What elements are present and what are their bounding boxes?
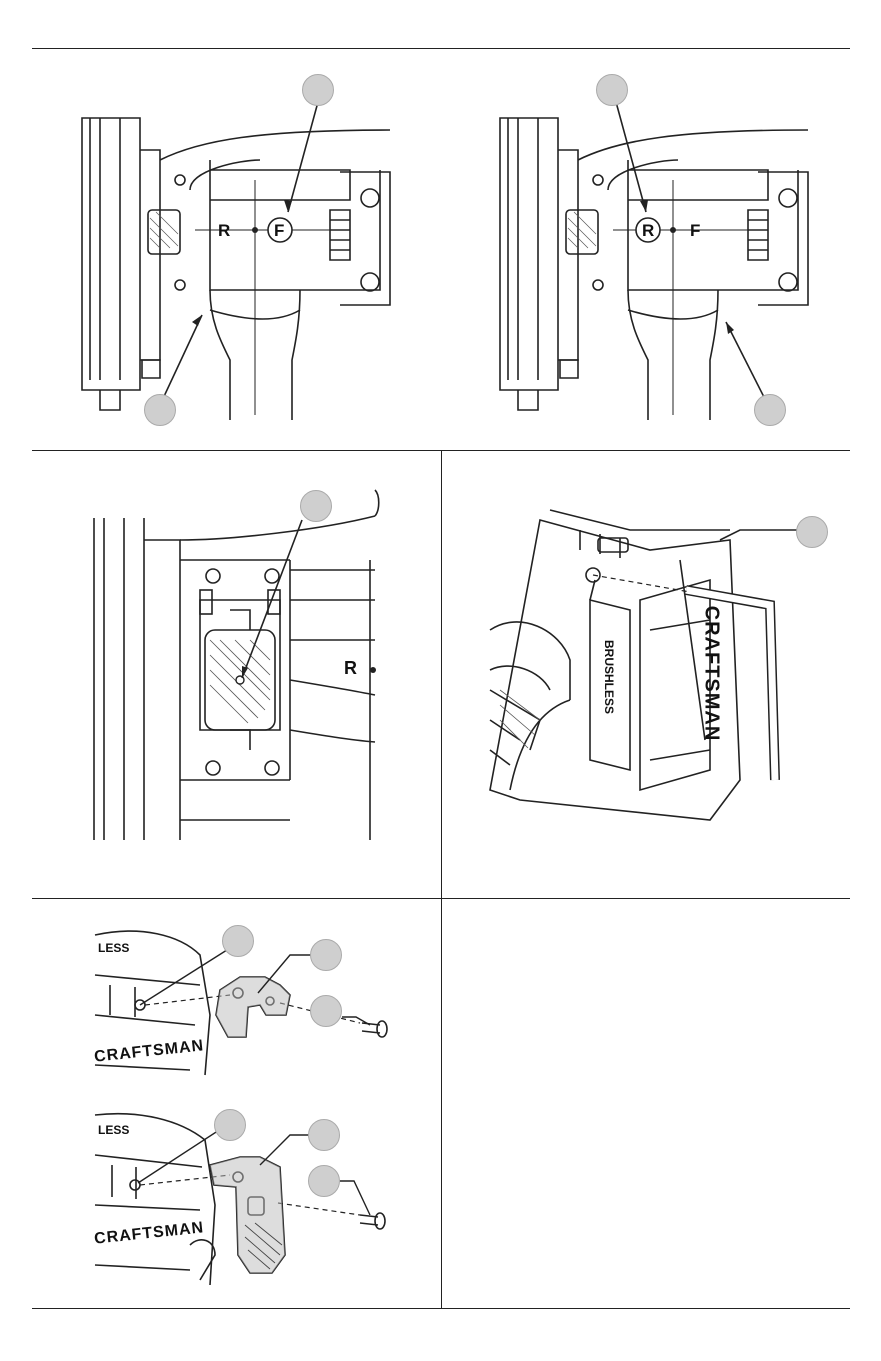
figure-d-drawing	[480, 490, 840, 850]
callout-a2	[144, 394, 176, 426]
brand-text: CRAFTSMAN	[699, 606, 722, 742]
callout-d1	[796, 516, 828, 548]
figure-a-drawing	[60, 60, 420, 440]
selector-reverse-label: R	[344, 658, 357, 679]
selector-forward-label: F	[690, 221, 700, 241]
selector-reverse-label: R	[642, 221, 654, 241]
figure-b-drawing	[478, 60, 838, 440]
selector-reverse-label: R	[218, 221, 230, 241]
callout-b2	[754, 394, 786, 426]
selector-forward-label: F	[274, 221, 284, 241]
callout-e1	[222, 925, 254, 957]
figure-d-hex-key-storage: CRAFTSMAN BRUSHLESS	[480, 490, 840, 850]
callout-b1	[596, 74, 628, 106]
figure-f-drawing	[90, 1105, 410, 1295]
bottom-rule	[32, 1308, 850, 1309]
badge-text: LESS	[98, 941, 129, 955]
figure-f-belt-hook-right: LESS CRAFTSMAN	[90, 1105, 410, 1295]
vertical-divider	[441, 450, 442, 1308]
callout-c1	[300, 490, 332, 522]
figure-b-direction-reverse: R F	[478, 60, 838, 440]
top-rule	[32, 48, 850, 49]
callout-f2	[308, 1119, 340, 1151]
figure-c-spindle-lock: R	[80, 480, 390, 850]
figure-a-direction-forward: R F	[60, 60, 420, 440]
badge-text: BRUSHLESS	[602, 640, 616, 714]
callout-a1	[302, 74, 334, 106]
callout-e2	[310, 939, 342, 971]
badge-text: LESS	[98, 1123, 129, 1137]
callout-f3	[308, 1165, 340, 1197]
callout-e3	[310, 995, 342, 1027]
figure-e-belt-hook-left: LESS CRAFTSMAN	[90, 915, 410, 1085]
callout-f1	[214, 1109, 246, 1141]
